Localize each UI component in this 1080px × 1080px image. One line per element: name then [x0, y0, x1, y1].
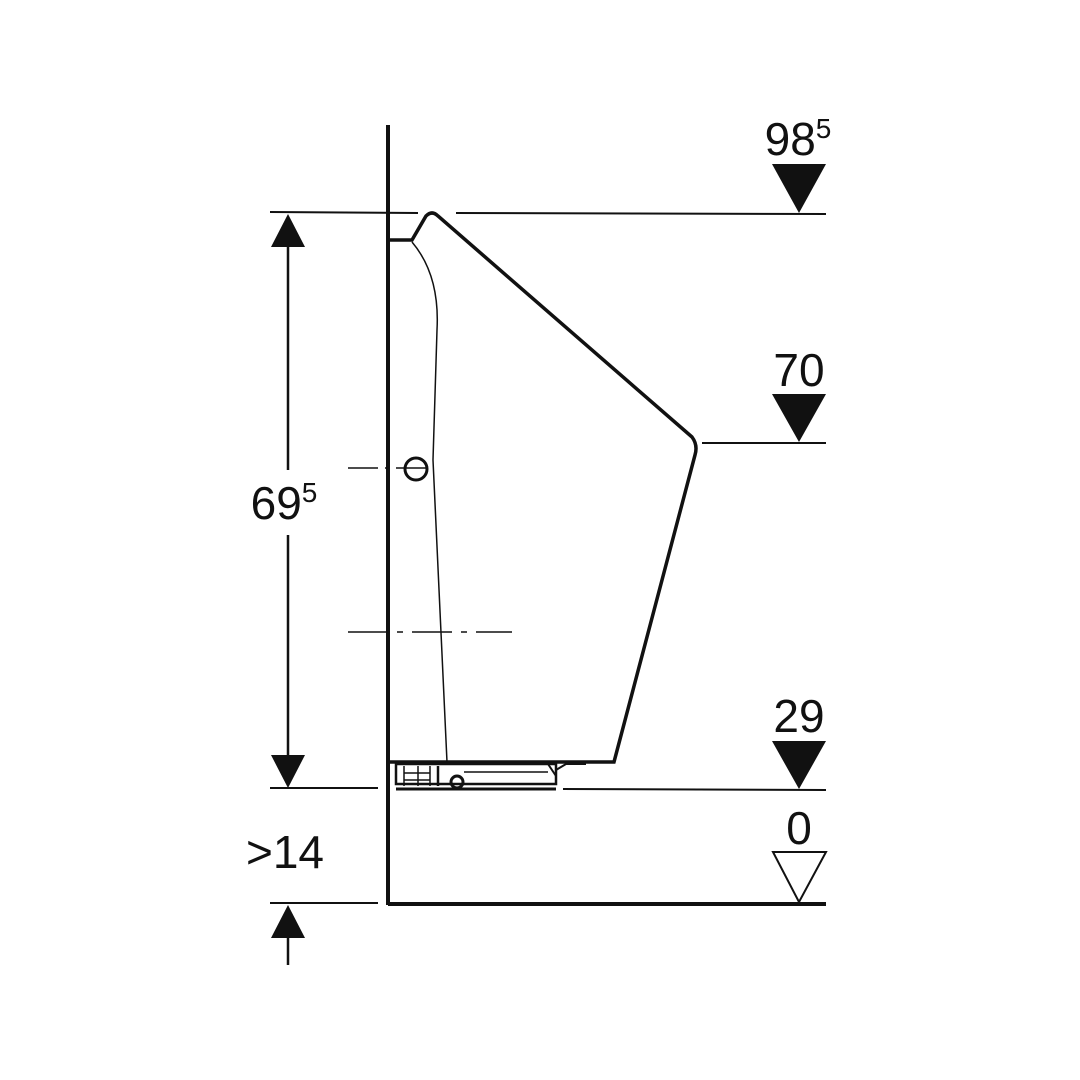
- arrow-up-icon: [271, 214, 305, 247]
- height-dimension-label: 695: [251, 477, 318, 529]
- level-marker-filled-icon: [772, 164, 826, 213]
- level-label-top: 985: [765, 113, 832, 165]
- level-label-bottom: 29: [773, 690, 824, 742]
- arrow-up-icon: [271, 905, 305, 938]
- level-marker-outline-icon: [771, 851, 828, 905]
- arrow-down-icon: [271, 755, 305, 788]
- level-label-floor: 0: [786, 802, 812, 854]
- level-line-bottom: [562, 788, 827, 791]
- level-label-lip: 70: [773, 344, 824, 396]
- level-marker-filled-icon: [772, 394, 826, 442]
- floor-gap-label: >14: [246, 826, 324, 878]
- level-line-top: [455, 212, 827, 215]
- inlet-circle: [403, 456, 429, 482]
- outlet-assembly: [394, 762, 586, 791]
- urinal-body-outline: [390, 211, 698, 764]
- urinal-inner-contour: [411, 241, 448, 763]
- level-marker-filled-icon: [772, 741, 826, 789]
- dimension-extension-top: [269, 211, 419, 214]
